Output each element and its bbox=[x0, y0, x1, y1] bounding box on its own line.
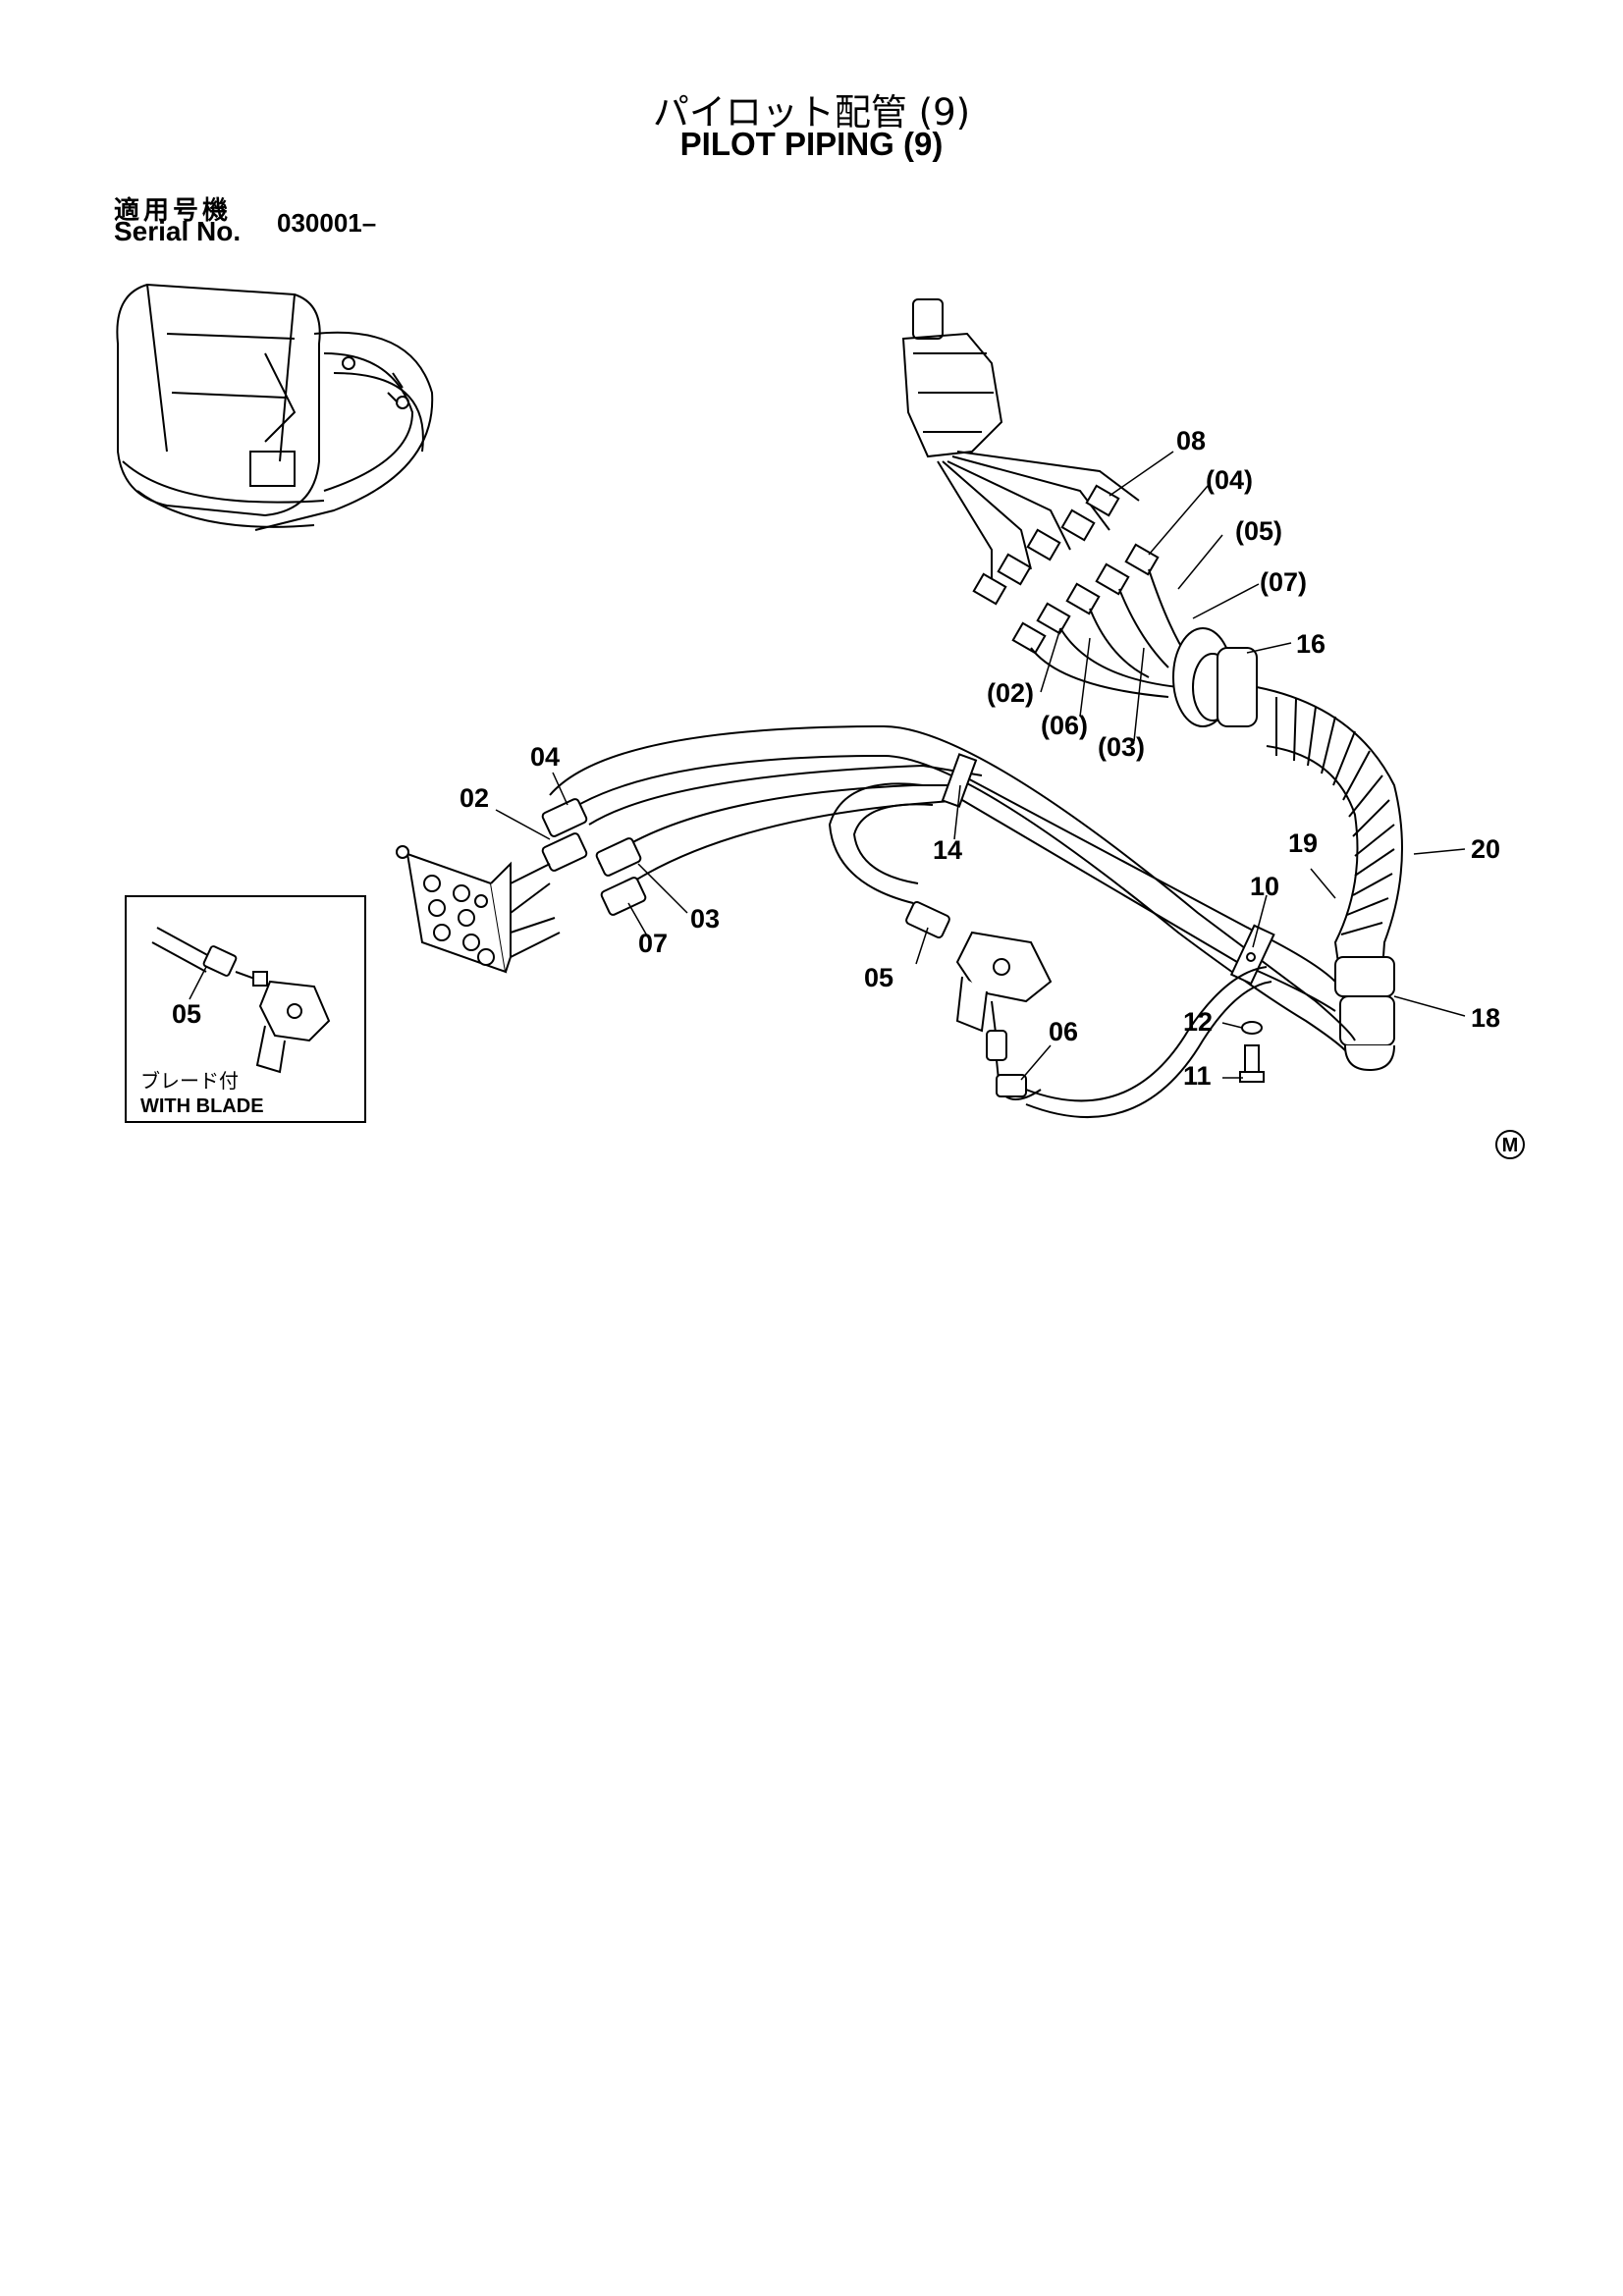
callout-10: 10 bbox=[1250, 872, 1279, 901]
callout-12: 12 bbox=[1183, 1007, 1213, 1037]
grommet bbox=[1172, 627, 1258, 727]
callout-02: 02 bbox=[460, 783, 489, 813]
center-selector-valve bbox=[905, 900, 1053, 1100]
leader-lines bbox=[495, 451, 1466, 1081]
left-valve-block bbox=[396, 798, 647, 974]
callout-16: 16 bbox=[1296, 629, 1325, 659]
serial-label-japanese: 適用号機 bbox=[114, 196, 233, 226]
inset-with-blade: 05 ブレード付 WITH BLADE bbox=[125, 895, 366, 1123]
callout-11: 11 bbox=[1183, 1061, 1212, 1091]
callout-04-paren: (04) bbox=[1206, 465, 1253, 495]
title-japanese: パイロット配管 (9) bbox=[652, 91, 971, 133]
corrugated-tube bbox=[1256, 686, 1403, 1012]
circled-m-marker: M bbox=[1495, 1130, 1525, 1159]
callout-04: 04 bbox=[530, 742, 560, 772]
callout-03-paren: (03) bbox=[1098, 732, 1145, 762]
clamps bbox=[941, 753, 1275, 986]
callout-03: 03 bbox=[690, 904, 720, 934]
callout-20: 20 bbox=[1471, 834, 1500, 864]
callout-05: 05 bbox=[864, 963, 893, 992]
bottom-grommet bbox=[1334, 956, 1395, 1072]
callout-06-paren: (06) bbox=[1041, 711, 1088, 740]
marker-letter: M bbox=[1502, 1135, 1519, 1156]
callout-07: 07 bbox=[638, 929, 668, 958]
excavator-overview-illustration bbox=[116, 283, 434, 531]
callout-05-paren: (05) bbox=[1235, 516, 1282, 546]
callout-06: 06 bbox=[1049, 1017, 1078, 1046]
lower-hose bbox=[1025, 966, 1272, 1118]
inset-label-english: WITH BLADE bbox=[140, 1095, 264, 1117]
callout-07-paren: (07) bbox=[1260, 567, 1307, 597]
callout-14: 14 bbox=[933, 835, 962, 865]
callout-18: 18 bbox=[1471, 1003, 1500, 1033]
pilot-valve bbox=[901, 298, 1140, 589]
title-english: PILOT PIPING (9) bbox=[679, 126, 944, 162]
serial-label-english: Serial No. bbox=[114, 216, 242, 246]
callout-08: 08 bbox=[1176, 426, 1206, 455]
callout-19: 19 bbox=[1288, 828, 1318, 858]
bolt-washer bbox=[1239, 1021, 1265, 1083]
inset-callout-05: 05 bbox=[172, 999, 201, 1029]
hose-fittings-upper bbox=[972, 484, 1160, 655]
serial-number-value: 030001– bbox=[277, 208, 377, 238]
inset-label-japanese: ブレード付 bbox=[140, 1069, 239, 1093]
callout-02-paren: (02) bbox=[987, 678, 1034, 708]
